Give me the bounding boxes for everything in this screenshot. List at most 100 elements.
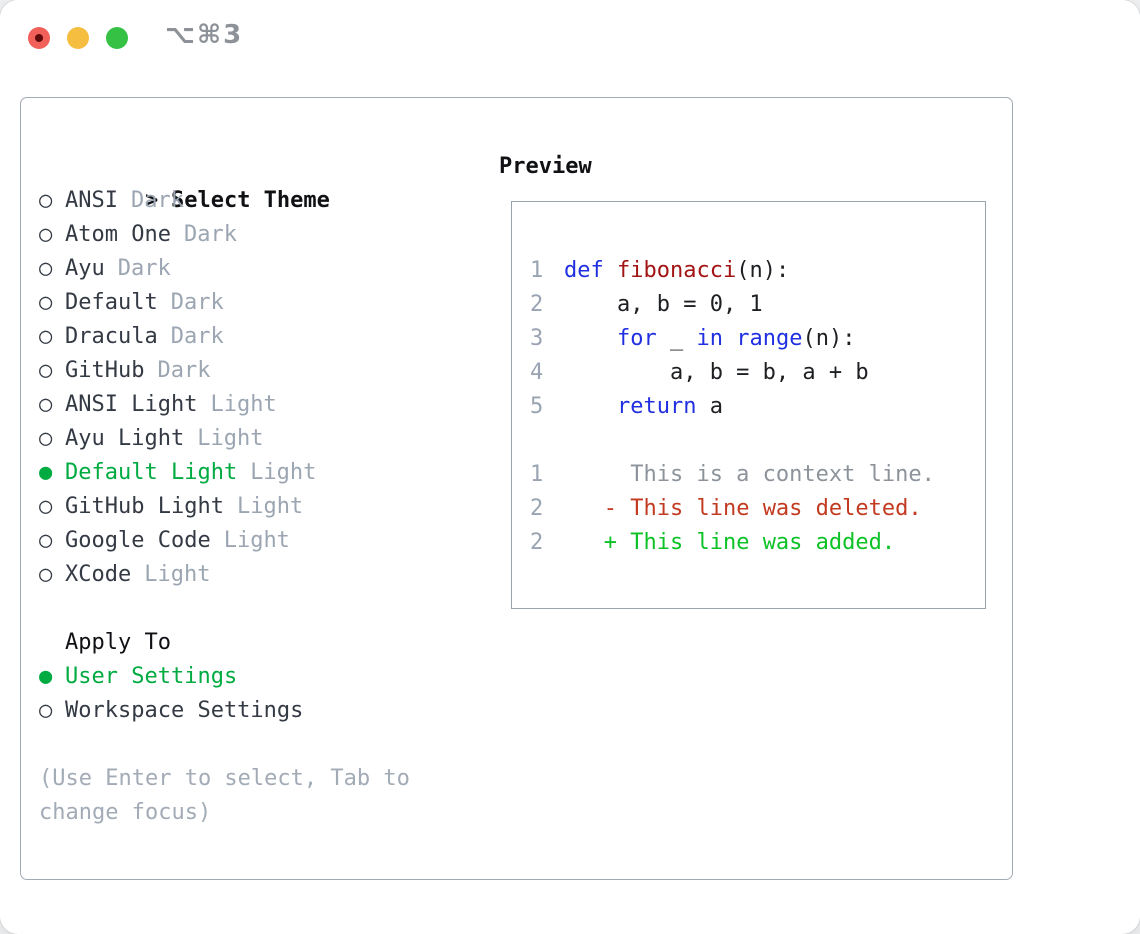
apply-to-heading: Apply To xyxy=(65,630,171,655)
radio-selected-icon: ● xyxy=(39,460,53,485)
radio-unselected-icon: ○ xyxy=(39,256,53,281)
diff-line: 1 This is a context line. xyxy=(530,458,985,492)
apply-option[interactable]: ○Workspace Settings xyxy=(39,694,499,728)
line-number: 2 xyxy=(530,496,544,521)
radio-unselected-icon: ○ xyxy=(39,392,53,417)
radio-unselected-icon: ○ xyxy=(39,290,53,315)
theme-option[interactable]: ○ GitHub Dark xyxy=(39,354,499,388)
theme-option[interactable]: ○ Ayu Dark xyxy=(39,252,499,286)
theme-name: ANSI Light xyxy=(65,392,198,417)
theme-option[interactable]: ○ Atom One Dark xyxy=(39,218,499,252)
line-number: 1 xyxy=(530,462,544,487)
select-theme-heading-row: > Select Theme xyxy=(39,150,499,213)
theme-name: Ayu xyxy=(65,256,105,281)
apply-option-label: User Settings xyxy=(65,664,238,689)
prompt-icon: > xyxy=(144,188,159,213)
code-token: a, b = 0, 1 xyxy=(564,292,763,317)
radio-unselected-icon: ○ xyxy=(39,324,53,349)
minimize-button[interactable] xyxy=(67,27,89,49)
code-token: (n): xyxy=(736,258,790,283)
theme-variant-tag: Dark xyxy=(157,358,211,383)
radio-unselected-icon: ○ xyxy=(39,222,53,247)
hint-text: (Use Enter to select, Tab to change focu… xyxy=(39,766,410,825)
theme-option[interactable]: ○ ANSI Dark xyxy=(39,184,499,218)
theme-name: Ayu Light xyxy=(65,426,185,451)
code-token: for xyxy=(616,326,657,351)
radio-unselected-icon: ○ xyxy=(39,358,53,383)
code-line: 1 def fibonacci(n): xyxy=(530,254,985,288)
code-token: def xyxy=(564,258,617,283)
line-number: 2 xyxy=(530,530,544,555)
radio-unselected-icon: ○ xyxy=(39,562,53,587)
theme-variant-tag: Light xyxy=(210,392,277,417)
code-token: - This line was deleted. xyxy=(603,496,922,521)
theme-option[interactable]: ○ Google Code Light xyxy=(39,524,499,558)
theme-variant-tag: Dark xyxy=(183,222,237,247)
code-token xyxy=(723,326,736,351)
code-token xyxy=(564,496,604,521)
radio-selected-icon: ● xyxy=(39,664,53,689)
theme-name: Atom One xyxy=(65,222,171,247)
theme-name: GitHub Light xyxy=(65,494,224,519)
theme-variant-tag: Light xyxy=(223,528,290,553)
code-token: (n): xyxy=(802,326,856,351)
line-number: 5 xyxy=(530,394,544,419)
code-line: 3 for _ in range(n): xyxy=(530,322,985,356)
theme-variant-tag: Light xyxy=(197,426,264,451)
apply-option-label: Workspace Settings xyxy=(65,698,304,723)
theme-name: Default xyxy=(65,290,158,315)
code-token: a, b = b, a + b xyxy=(564,360,869,385)
radio-unselected-icon: ○ xyxy=(39,494,53,519)
theme-variant-tag: Light xyxy=(250,460,317,485)
theme-option[interactable]: ○ Default Dark xyxy=(39,286,499,320)
theme-variant-tag: Dark xyxy=(170,324,224,349)
diff-line: 2 - This line was deleted. xyxy=(530,492,985,526)
code-token xyxy=(564,530,604,555)
close-button[interactable] xyxy=(28,27,50,49)
select-theme-heading: Select Theme xyxy=(170,188,330,213)
line-number: 1 xyxy=(530,258,544,283)
code-token: fibonacci xyxy=(616,258,737,283)
theme-variant-tag: Light xyxy=(236,494,304,519)
apply-option[interactable]: ● User Settings xyxy=(39,660,499,694)
theme-variant-tag: Dark xyxy=(117,256,171,281)
code-token xyxy=(564,326,617,351)
blank-line xyxy=(530,424,985,458)
titlebar: ⌥⌘3 xyxy=(0,0,1140,76)
theme-option[interactable]: ○ Ayu Light Light xyxy=(39,422,499,456)
line-number: 3 xyxy=(530,326,544,351)
radio-unselected-icon: ○ xyxy=(39,188,53,213)
theme-name: GitHub xyxy=(65,358,145,383)
code-line: 5 return a xyxy=(530,390,985,424)
code-token: This is a context line. xyxy=(564,462,935,487)
code-token: in xyxy=(696,326,723,351)
code-token: return xyxy=(616,394,697,419)
theme-variant-tag: Dark xyxy=(170,290,224,315)
theme-variant-tag: Dark xyxy=(130,188,184,213)
code-token xyxy=(564,394,617,419)
theme-name: ANSI xyxy=(65,188,118,213)
line-number: 2 xyxy=(530,292,544,317)
theme-name: XCode xyxy=(65,562,132,587)
zoom-button[interactable] xyxy=(106,27,128,49)
theme-name: Default Light xyxy=(65,460,238,485)
window-title: ⌥⌘3 xyxy=(165,20,244,50)
diff-line: 2 + This line was added. xyxy=(530,526,985,560)
theme-name: Google Code xyxy=(65,528,211,553)
theme-option[interactable]: ○ ANSI Light Light xyxy=(39,388,499,422)
theme-option[interactable]: ○ GitHub Light Light xyxy=(39,490,499,524)
close-record-dot-icon xyxy=(35,34,43,42)
radio-unselected-icon: ○ xyxy=(39,528,53,553)
preview-heading: Preview xyxy=(499,154,592,179)
code-token: _ xyxy=(656,326,697,351)
theme-option[interactable]: ● Default Light Light xyxy=(39,456,499,490)
radio-unselected-icon: ○ xyxy=(39,426,53,451)
code-token: + This line was added. xyxy=(603,530,896,555)
